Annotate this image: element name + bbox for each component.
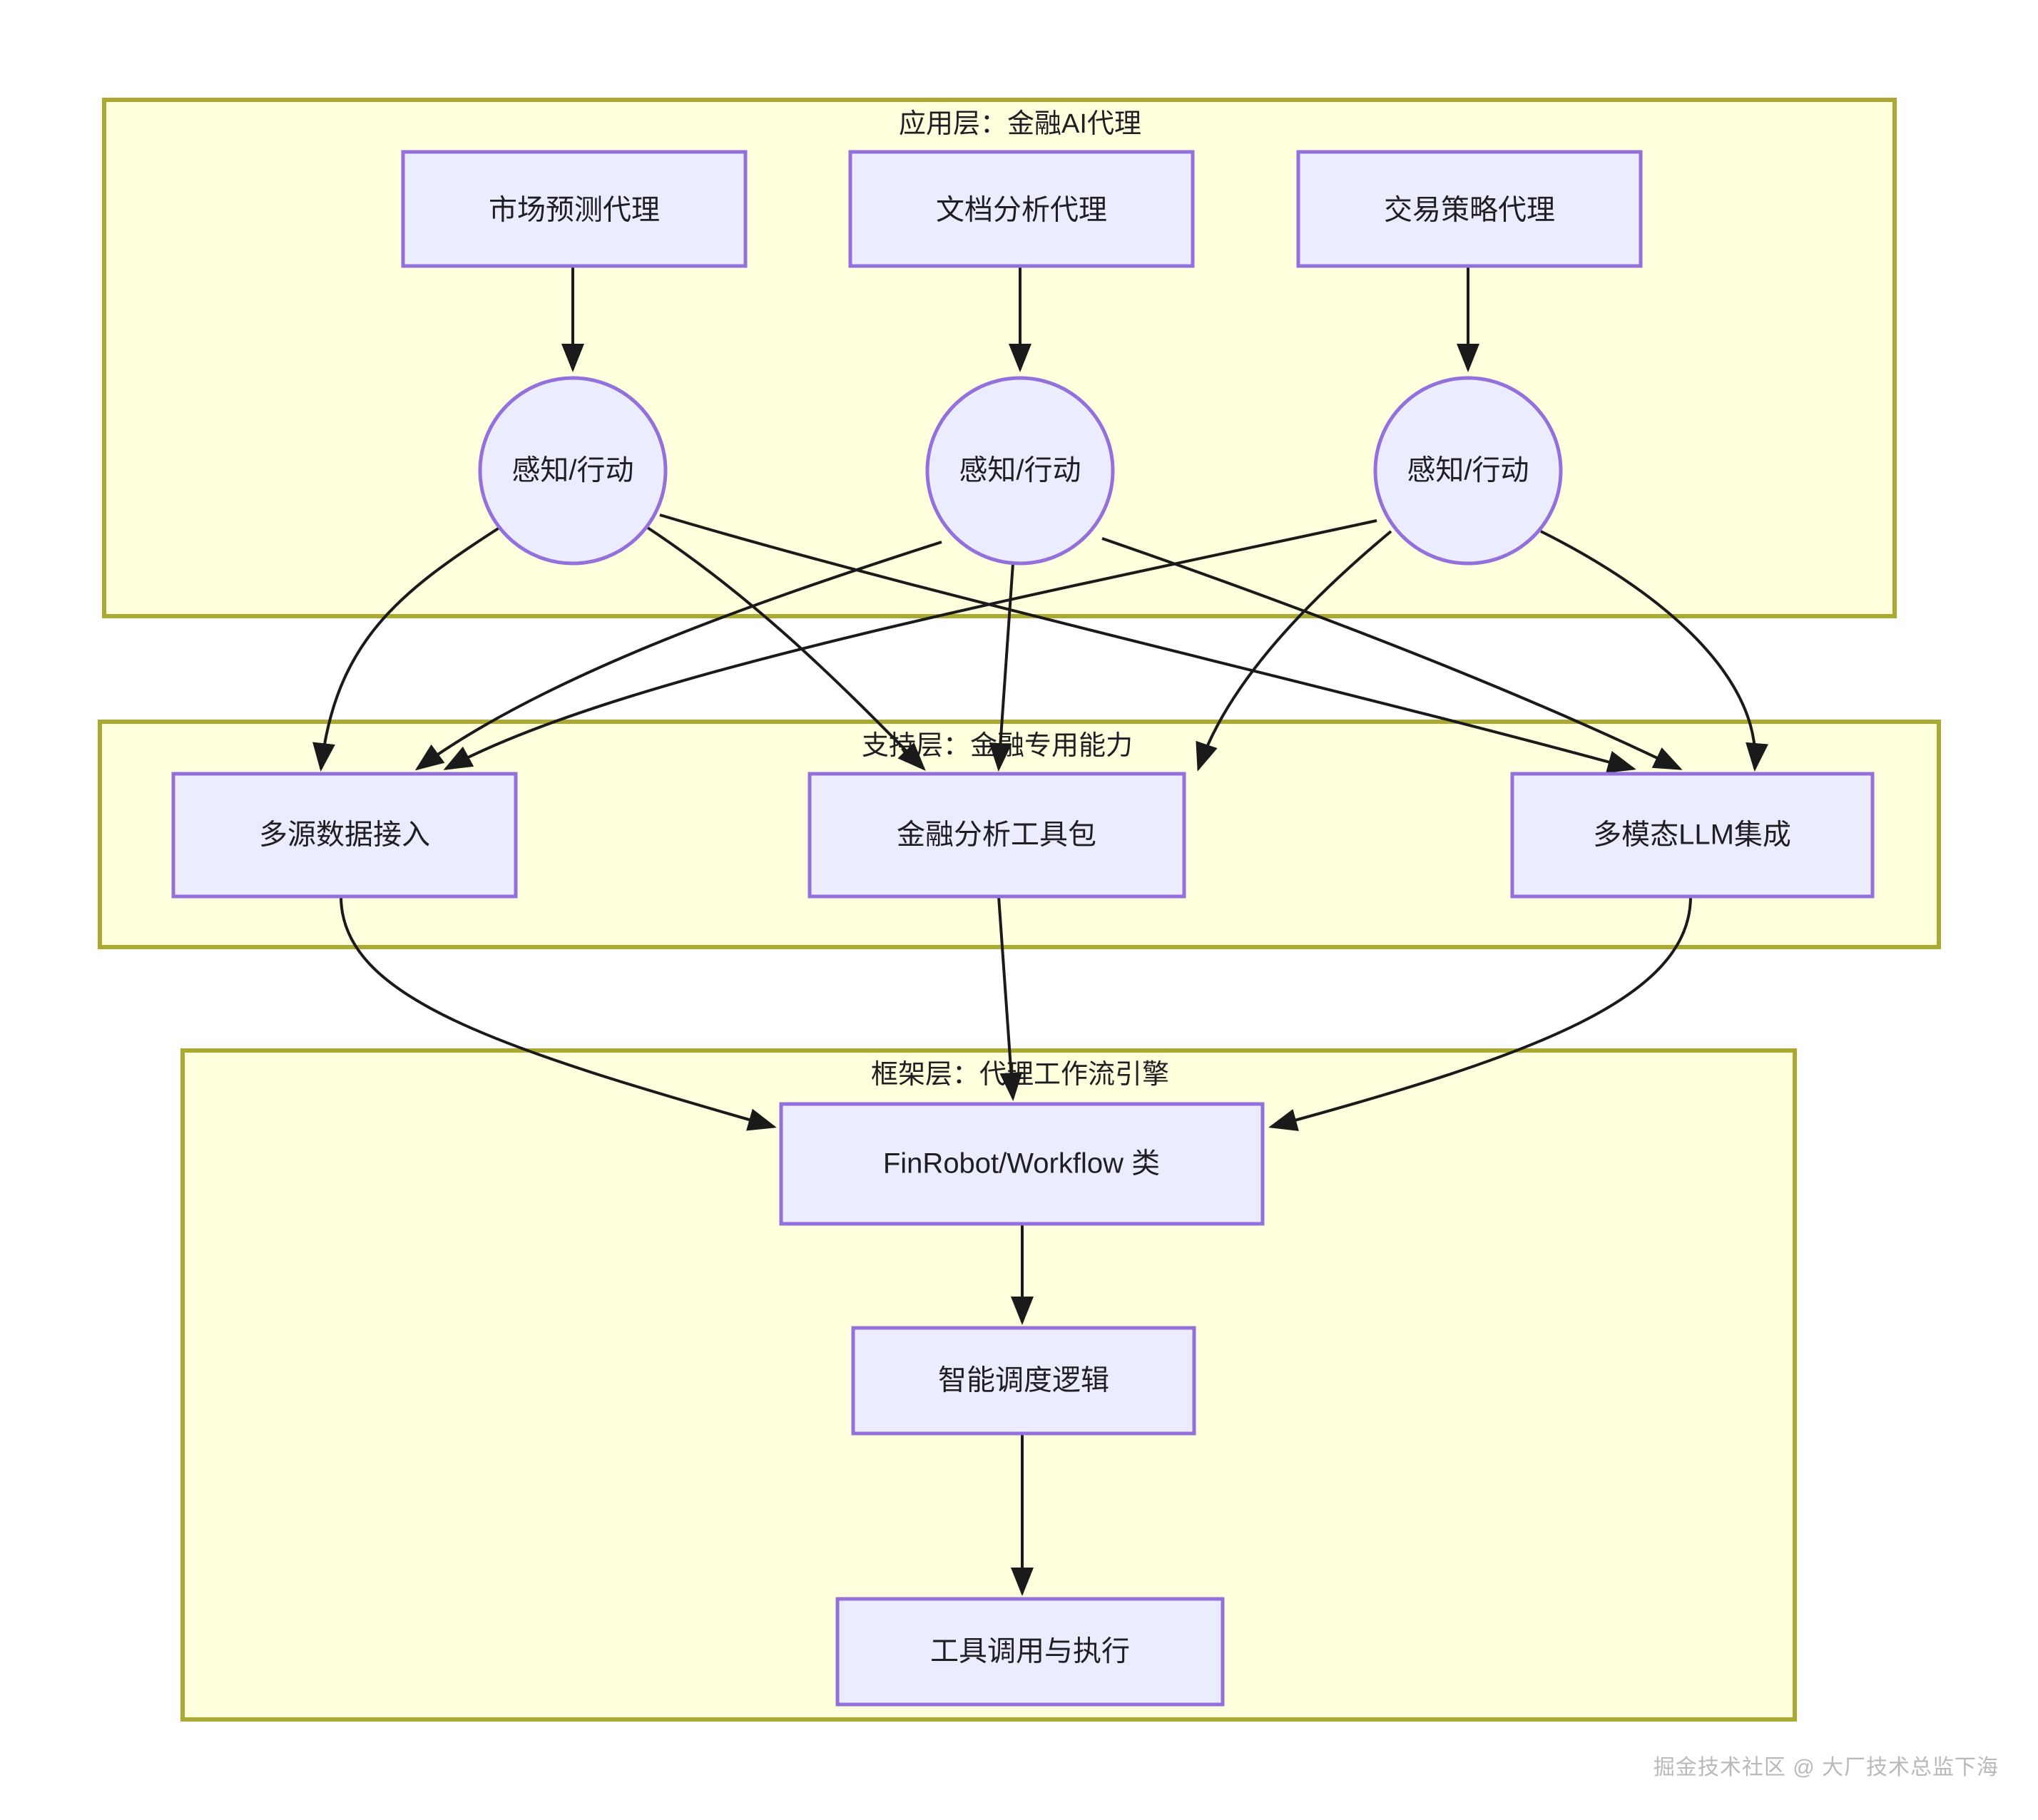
node-intelligent-scheduling-logic[interactable]: 智能调度逻辑 — [851, 1326, 1196, 1436]
perception-action-2-label: 感知/行动 — [959, 455, 1081, 486]
edge-perception-2-to-multimodal-llm — [1101, 537, 1683, 770]
node-market-forecast-agent[interactable]: 市场预测代理 — [401, 150, 748, 268]
tool-invocation-execution-box[interactable] — [835, 1597, 1225, 1707]
multi-source-data-label: 多源数据接入 — [259, 819, 430, 851]
edge-multimodal-llm-to-finrobot — [1268, 896, 1692, 1131]
financial-analysis-toolkit-label: 金融分析工具包 — [897, 819, 1096, 851]
node-perception-action-1[interactable]: 感知/行动 — [478, 376, 668, 566]
node-financial-analysis-toolkit[interactable]: 金融分析工具包 — [807, 772, 1186, 899]
node-trading-strategy-agent[interactable]: 交易策略代理 — [1296, 150, 1643, 268]
trading-strategy-agent-label: 交易策略代理 — [1384, 195, 1555, 226]
edge-perception-1-to-financial-toolkit — [644, 525, 926, 771]
tool-invocation-execution-label: 工具调用与执行 — [930, 1636, 1130, 1667]
trading-strategy-agent-box[interactable] — [1296, 150, 1643, 268]
perception-action-3-label: 感知/行动 — [1407, 455, 1529, 486]
node-document-analysis-agent[interactable]: 文档分析代理 — [848, 150, 1195, 268]
node-perception-action-3[interactable]: 感知/行动 — [1373, 376, 1563, 566]
document-analysis-agent-label: 文档分析代理 — [936, 195, 1107, 226]
edge-perception-3-to-financial-toolkit — [1196, 530, 1392, 772]
node-tool-invocation-execution[interactable]: 工具调用与执行 — [835, 1597, 1225, 1707]
edge-perception-2-to-financial-toolkit — [989, 563, 1014, 772]
node-finrobot-workflow-class[interactable]: FinRobot/Workflow 类 — [779, 1102, 1265, 1226]
finrobot-workflow-class-label: FinRobot/Workflow 类 — [883, 1148, 1160, 1180]
intelligent-scheduling-logic-box[interactable] — [851, 1326, 1196, 1436]
perception-action-1-label: 感知/行动 — [511, 455, 633, 486]
perception-action-3-circle[interactable] — [1373, 376, 1563, 566]
node-perception-action-2[interactable]: 感知/行动 — [925, 376, 1115, 566]
node-multi-source-data[interactable]: 多源数据接入 — [171, 772, 518, 899]
node-multimodal-llm[interactable]: 多模态LLM集成 — [1510, 772, 1875, 899]
intelligent-scheduling-logic-label: 智能调度逻辑 — [938, 1365, 1109, 1396]
application-layer-title: 应用层：金融AI代理 — [899, 109, 1141, 139]
finrobot-workflow-class-box[interactable] — [779, 1102, 1265, 1226]
edge-layer — [312, 266, 1768, 1596]
multimodal-llm-label: 多模态LLM集成 — [1593, 819, 1791, 851]
edge-perception-2-to-multi-source-data — [414, 541, 942, 771]
framework-layer-title: 框架层：代理工作流引擎 — [871, 1060, 1169, 1090]
edge-multi-source-data-to-finrobot — [340, 896, 777, 1131]
market-forecast-agent-box[interactable] — [401, 150, 748, 268]
edge-perception-1-to-multimodal-llm — [659, 513, 1636, 773]
edge-financial-toolkit-to-finrobot — [997, 896, 1023, 1101]
edge-perception-3-to-multi-source-data — [443, 519, 1377, 770]
market-forecast-agent-label: 市场预测代理 — [489, 195, 660, 226]
financial-analysis-toolkit-box[interactable] — [807, 772, 1186, 899]
edge-perception-1-to-multi-source-data — [312, 526, 501, 772]
multi-source-data-box[interactable] — [171, 772, 518, 899]
document-analysis-agent-box[interactable] — [848, 150, 1195, 268]
multimodal-llm-box[interactable] — [1510, 772, 1875, 899]
perception-action-1-circle[interactable] — [478, 376, 668, 566]
perception-action-2-circle[interactable] — [925, 376, 1115, 566]
watermark: 掘金技术社区 @ 大厂技术总监下海 — [1653, 1756, 1999, 1779]
edge-perception-3-to-multimodal-llm — [1540, 530, 1768, 772]
